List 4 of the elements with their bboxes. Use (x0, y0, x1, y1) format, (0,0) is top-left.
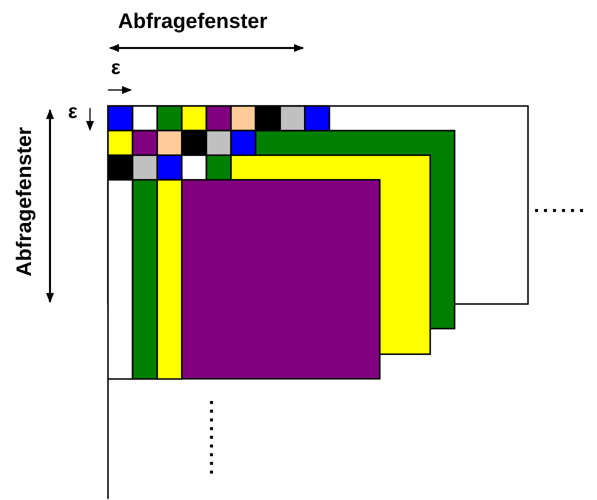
dimension-label: Abfragefenster (12, 127, 38, 277)
epsilon-label: ε (111, 58, 120, 78)
epsilon-label: ε (68, 102, 78, 122)
dimension-label: Abfragefenster (118, 9, 268, 35)
